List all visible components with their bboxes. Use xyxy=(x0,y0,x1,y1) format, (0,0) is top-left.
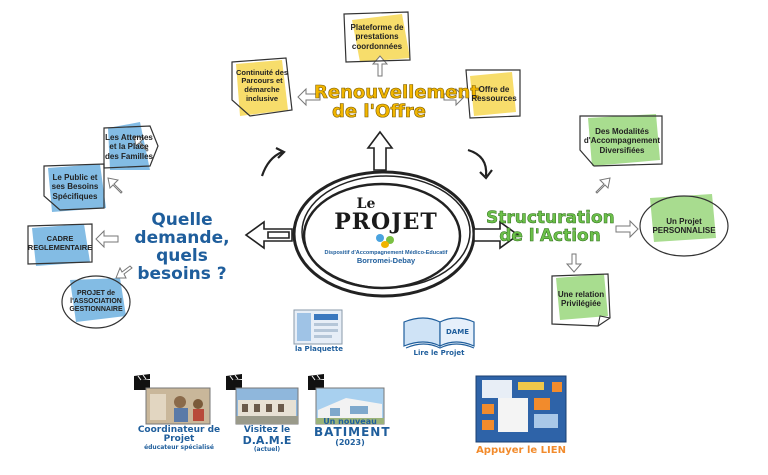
fold-corner xyxy=(597,315,611,327)
center-subtitle: Dispositif d'Accompagnement Médico-Educa… xyxy=(324,250,448,256)
center-title-block: Le PROJET Dispositif d'Accompagnement Mé… xyxy=(318,196,454,286)
small-arrows xyxy=(95,55,639,279)
note-relation: Une relation Privilégiée xyxy=(557,289,605,308)
center-projet: PROJET xyxy=(334,209,438,235)
caption-nouveau-batiment[interactable]: Un nouveau BATIMENT (2023) xyxy=(314,417,391,447)
branch-top-title: Renouvellement de l'Offre xyxy=(314,82,480,122)
caption-lire-projet[interactable]: Lire le Projet xyxy=(413,349,465,357)
caption-plaquette[interactable]: la Plaquette xyxy=(295,345,343,353)
note-continuite: Continuité des Parcours et démarche incl… xyxy=(235,67,289,103)
caption-coordinateur-title: Coordinateur de Projet xyxy=(137,425,221,445)
note-offre: Offre de Ressources xyxy=(471,84,517,103)
caption-lien[interactable]: Appuyer le LIEN xyxy=(476,445,566,456)
center-org: Borromei-Debay xyxy=(356,256,416,265)
photo-coordinateur xyxy=(145,387,211,425)
note-plateforme: Plateforme de prestations coordonnées xyxy=(350,23,404,51)
branch-right-title: Structuration de l'Action xyxy=(486,208,615,246)
svg-text:DAME: DAME xyxy=(446,328,469,336)
center-le: Le xyxy=(356,196,376,212)
note-modalites: Des Modalités d'Accompagnement Diversifi… xyxy=(583,127,661,155)
note-cadre: CADRE REGLEMENTAIRE xyxy=(27,234,93,252)
caption-visitez: Visitez le xyxy=(243,425,291,435)
photo-batiment xyxy=(315,387,385,425)
branch-left-title: Quelle demande, quels besoins ? xyxy=(134,210,230,284)
caption-batiment: BATIMENT xyxy=(314,425,391,440)
lien-board xyxy=(475,375,567,443)
caption-nouveau: Un nouveau xyxy=(323,417,377,426)
note-projet-personnalise: Un Projet PERSONNALISE xyxy=(652,216,716,235)
note-outlines xyxy=(27,11,729,329)
caption-dame-sub: (actuel) xyxy=(253,445,281,453)
caption-visitez-dame[interactable]: Visitez le D.A.M.E (actuel) xyxy=(232,425,302,453)
caption-coordinateur-sub: éducateur spécialisé xyxy=(144,443,214,451)
note-association: PROJET de l'ASSOCIATION GESTIONNAIRE xyxy=(69,289,123,314)
caption-batiment-year: (2023) xyxy=(335,437,365,447)
book-icon: DAME xyxy=(403,317,475,349)
caption-coordinateur[interactable]: Coordinateur de Projet éducateur spécial… xyxy=(136,425,222,451)
photo-dame xyxy=(235,387,299,425)
caption-dame: D.A.M.E xyxy=(242,434,292,448)
right-highlights xyxy=(556,114,716,320)
center-arrows xyxy=(244,130,520,250)
top-highlights xyxy=(236,14,516,116)
left-highlights xyxy=(32,122,150,322)
note-attentes: Les Attentes et la Place des Familles xyxy=(104,133,154,161)
plaquette-thumbnail xyxy=(293,309,343,345)
note-public: Le Public et ses Besoins Spécifiques xyxy=(51,173,99,201)
clapperboard-icons xyxy=(134,374,324,390)
center-logo-icon xyxy=(374,234,398,248)
curved-arrows xyxy=(260,147,493,180)
